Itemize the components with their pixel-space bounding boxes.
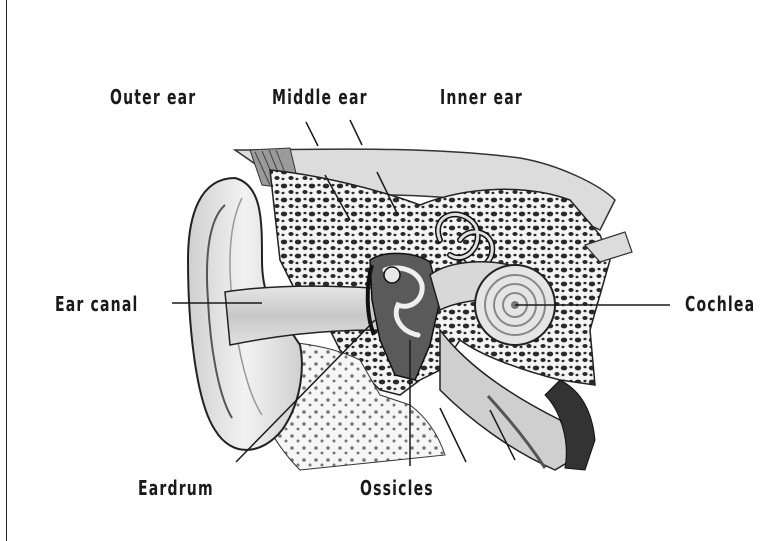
label-ossicles: Ossicles [360,476,434,500]
label-middle-ear: Middle ear [272,85,368,109]
label-cochlea: Cochlea [685,292,755,316]
label-outer-ear: Outer ear [110,85,196,109]
leader-middle-ear-2 [350,120,362,145]
label-ear-canal: Ear canal [55,292,138,316]
label-inner-ear: Inner ear [440,85,523,109]
label-eardrum: Eardrum [138,476,214,500]
leader-middle-ear-1 [306,122,318,146]
ossicle-head [384,267,400,283]
